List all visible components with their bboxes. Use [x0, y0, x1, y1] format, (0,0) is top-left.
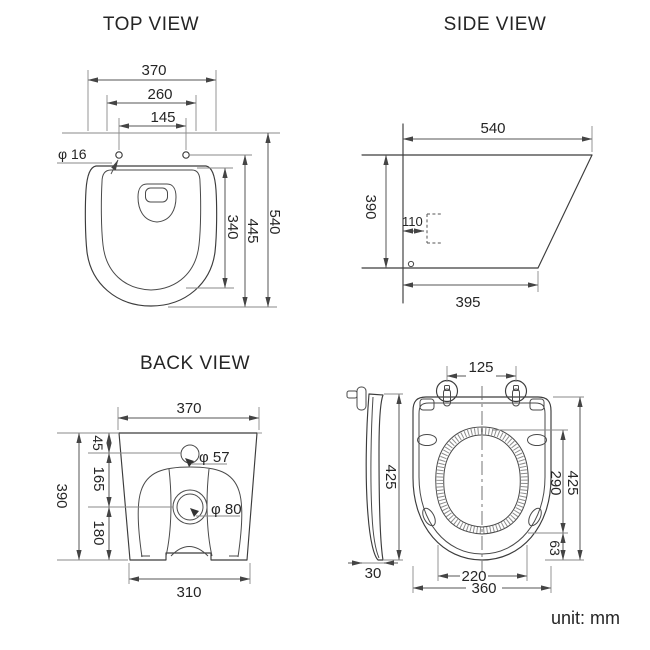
- pillar-left-edge: [165, 468, 172, 557]
- dim-text-370-back: 370: [176, 400, 201, 417]
- dim-text-180: 180: [90, 520, 107, 545]
- hinge-pin-right: [512, 388, 520, 407]
- seat-opening-inner: [443, 434, 521, 528]
- bowl-outer-outline: [84, 165, 218, 307]
- seat-inner-outline: [418, 402, 546, 555]
- pillar-right-edge: [206, 468, 213, 557]
- bumper-bottom-right: [528, 507, 542, 527]
- dim-text-110: 110: [402, 214, 423, 229]
- body-right-edge: [246, 432, 258, 561]
- hinge-tab-left: [419, 398, 435, 411]
- front-slope: [537, 154, 593, 269]
- bumper-top-right: [527, 434, 547, 446]
- side-view: SIDE VIEW 540 390 110 395: [361, 14, 593, 311]
- flush-well-outline: [137, 183, 177, 223]
- dim-text-165: 165: [90, 466, 107, 491]
- bumper-bottom-left: [422, 507, 436, 527]
- hinge-screw-right: [513, 385, 519, 391]
- hinge-pin-left: [443, 388, 451, 407]
- seat-profile-inner-line: [370, 396, 380, 559]
- mounting-hole-left: [115, 151, 123, 159]
- top-view: TOP VIEW 370 260 145 φ 16 340 445: [57, 14, 283, 308]
- dim-text-145: 145: [150, 109, 175, 126]
- dim-text-395: 395: [455, 294, 480, 311]
- hinge-pin-side: [346, 390, 358, 399]
- dim-text-425-profile: 425: [382, 464, 399, 489]
- dim-text-340: 340: [224, 214, 241, 239]
- dim-text-220: 220: [461, 568, 486, 585]
- dim-text-425-plan: 425: [564, 470, 581, 495]
- seat-view: 125 425 30 290 425 63 220 360: [346, 359, 584, 597]
- outlet-ring-inner: [176, 493, 204, 521]
- dim-text-360: 360: [471, 580, 496, 597]
- dim-text-260: 260: [147, 86, 172, 103]
- mounting-hole-right: [182, 151, 190, 159]
- bowl-inner-rim: [100, 169, 202, 291]
- leader-arrow-hole: [110, 159, 119, 175]
- bumper-top-left: [417, 434, 437, 446]
- dim-text-540-top: 540: [266, 209, 283, 234]
- trap-arc: [170, 546, 209, 557]
- dim-text-30: 30: [365, 565, 382, 582]
- side-view-title: SIDE VIEW: [444, 14, 547, 35]
- body-left-edge: [118, 432, 131, 561]
- dim-text-290: 290: [547, 470, 564, 495]
- dim-text-125: 125: [468, 359, 493, 376]
- dim-text-phi80: φ 80: [211, 501, 242, 518]
- top-view-title: TOP VIEW: [103, 14, 199, 35]
- unit-note: unit: mm: [551, 608, 620, 628]
- dim-text-445: 445: [244, 218, 261, 243]
- body-bottom-feet: [129, 552, 248, 561]
- outlet-ring-outer: [172, 489, 208, 525]
- dim-text-45: 45: [90, 435, 106, 451]
- seat-profile-outline: [365, 393, 384, 561]
- dim-text-390-side: 390: [362, 194, 379, 219]
- leader-arrow-inlet: [185, 458, 194, 467]
- seat-opening-outer: [435, 426, 529, 535]
- hinge-tab-right: [529, 398, 545, 411]
- dim-text-phi16: φ 16: [58, 146, 87, 162]
- dim-text-540-side: 540: [480, 120, 505, 137]
- trapway-dome: [137, 466, 243, 558]
- leader-arrow-outlet: [190, 508, 199, 517]
- back-view-title: BACK VIEW: [140, 353, 250, 374]
- hinge-screw-left: [444, 385, 450, 391]
- flush-well-inner: [145, 187, 168, 203]
- fixing-hole: [407, 260, 415, 268]
- back-view: BACK VIEW 370: [53, 353, 262, 601]
- hinge-body-side: [356, 386, 367, 411]
- dim-text-370: 370: [141, 62, 166, 79]
- dim-text-390-back: 390: [53, 483, 70, 508]
- dim-text-310: 310: [176, 584, 201, 601]
- dim-text-63: 63: [547, 540, 563, 556]
- dim-text-phi57: φ 57: [199, 449, 230, 466]
- seat-outer-outline: [412, 396, 552, 561]
